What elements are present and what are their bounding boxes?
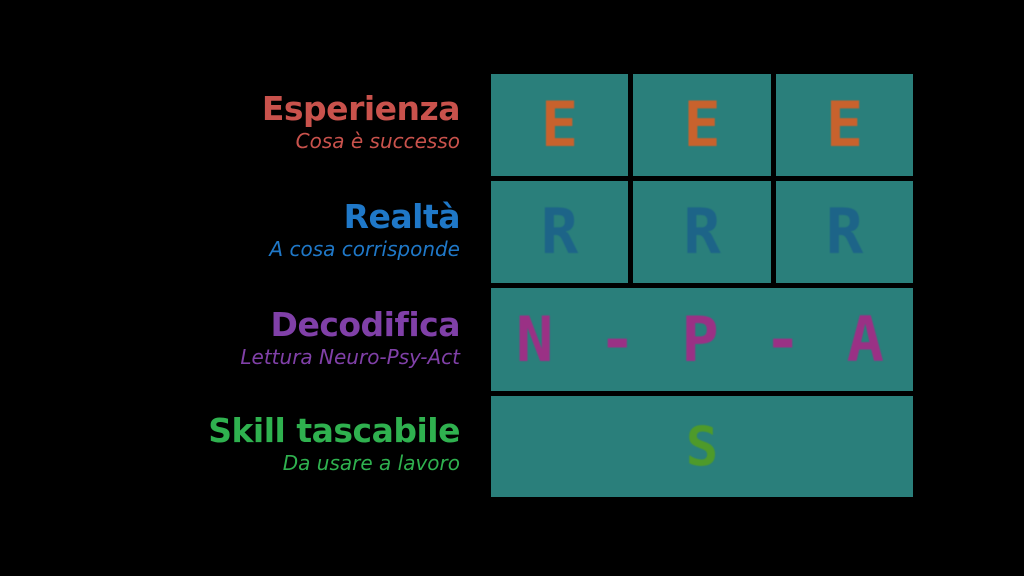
row-title: Decodifica <box>270 305 461 344</box>
grid-cell: R <box>633 181 771 283</box>
row-label-esperienza: Esperienza Cosa è successo <box>261 89 461 154</box>
row-subtitle: A cosa corrisponde <box>269 237 460 261</box>
row-label-decodifica: Decodifica Lettura Neuro-Psy-Act <box>240 306 460 370</box>
pixel-letters-npa: N - P - A <box>516 302 888 376</box>
row-title: Esperienza <box>261 89 461 128</box>
grid-cell: R <box>776 181 913 283</box>
row-title: Realtà <box>343 197 461 236</box>
grid-cell-wide: S <box>491 396 913 497</box>
row-label-skill: Skill tascabile Da usare a lavoro <box>208 412 460 476</box>
row-title: Skill tascabile <box>208 411 460 450</box>
pixel-letter: S <box>685 414 719 478</box>
grid-cell: E <box>633 74 771 176</box>
pixel-letter: E <box>683 88 721 161</box>
row-subtitle: Cosa è successo <box>295 129 460 153</box>
pixel-letter: R <box>540 195 579 268</box>
pixel-letter: R <box>825 195 864 268</box>
grid-cell: R <box>491 181 628 283</box>
grid-cell-wide: N - P - A <box>491 288 913 391</box>
pixel-letter: E <box>825 88 864 161</box>
grid-cell: E <box>491 74 628 176</box>
row-label-realta: Realtà A cosa corrisponde <box>269 198 460 262</box>
grid-cell: E <box>776 74 913 176</box>
row-subtitle: Da usare a lavoro <box>282 451 460 475</box>
row-subtitle: Lettura Neuro-Psy-Act <box>240 345 460 369</box>
pixel-letter: R <box>683 195 721 268</box>
pixel-letter: E <box>540 88 579 161</box>
